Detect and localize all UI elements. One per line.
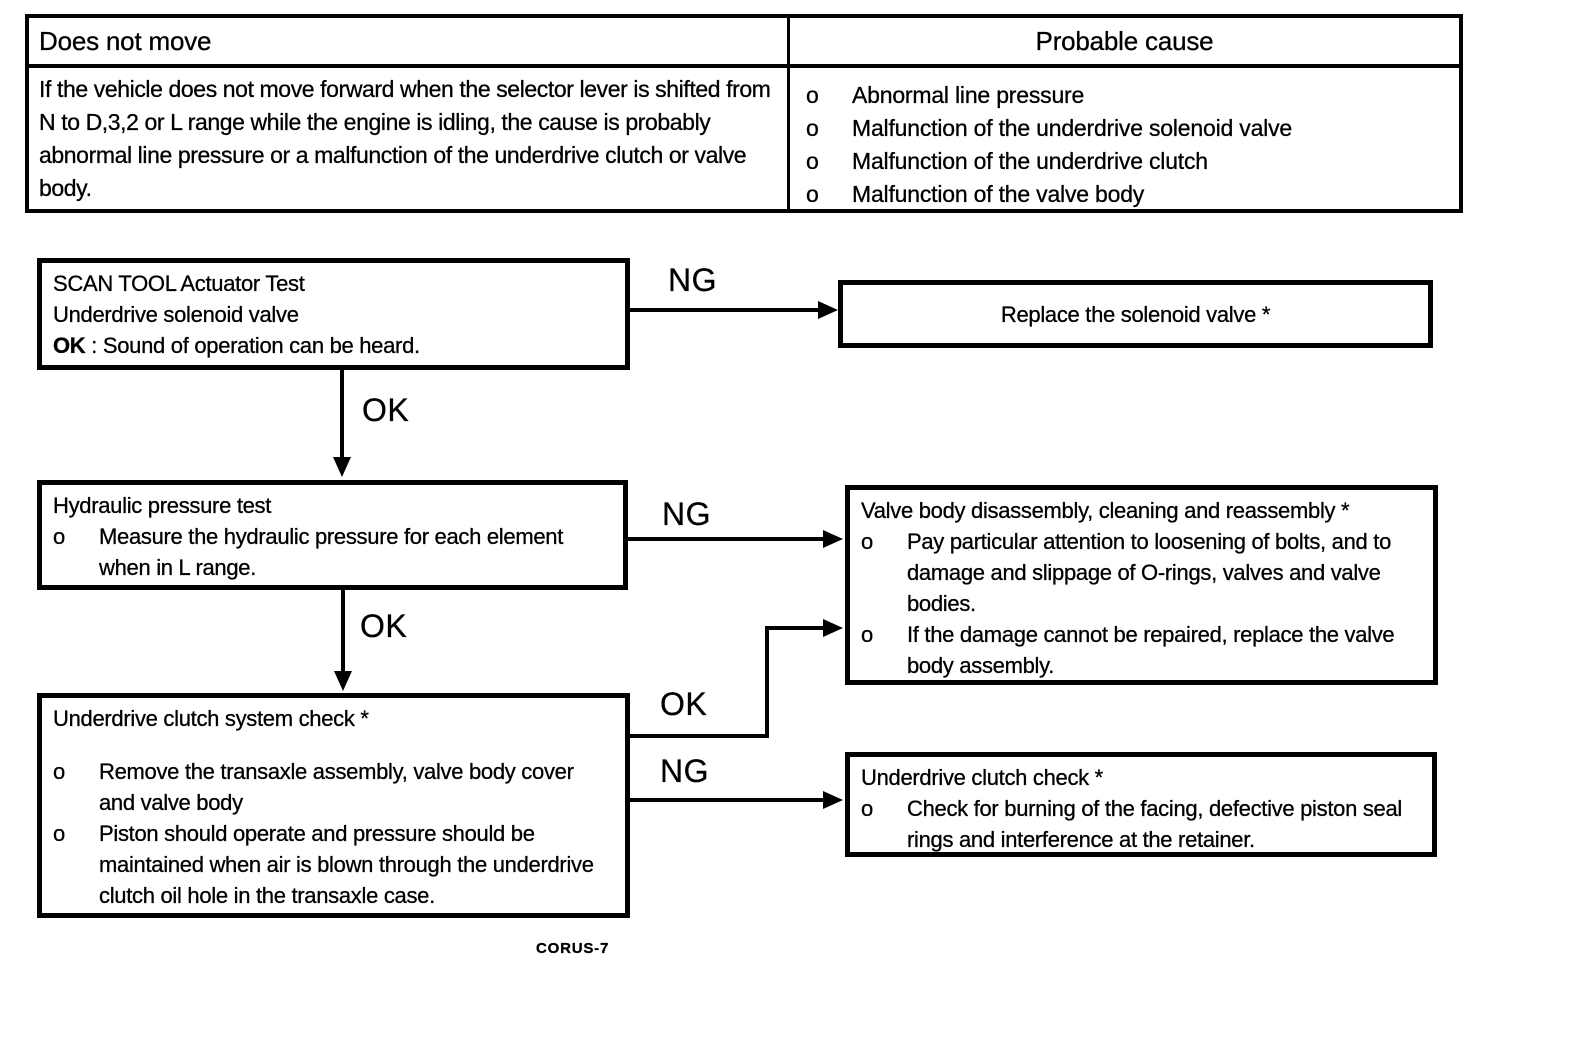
hydraulic-title: Hydraulic pressure test [53,493,272,518]
arrow-right-icon [818,301,838,319]
connector-line [765,626,769,738]
symptom-header-cell: Does not move [29,18,790,68]
bullet-marker: o [53,821,66,846]
bullet-marker: o [806,82,819,108]
bullet-marker: o [806,181,819,207]
scan-tool-ok-line: OK : Sound of operation can be heard. [53,330,614,361]
cause-text: Abnormal line pressure [852,82,1085,108]
valve-body-bullet-text: Pay particular attention to loosening of… [907,529,1392,616]
scan-tool-line2: Underdrive solenoid valve [53,302,299,327]
ok-criterion-label: OK [53,333,86,358]
hydraulic-bullet: o Measure the hydraulic pressure for eac… [53,521,612,583]
hydraulic-pressure-test-box: Hydraulic pressure test o Measure the hy… [37,480,628,590]
arrow-down-icon [334,671,352,691]
ok-label: OK [360,608,408,644]
arrow-right-icon [823,791,843,809]
ok-label: OK [660,686,708,722]
ok-label: OK [362,392,410,428]
connector-line [765,626,825,630]
valve-body-bullet: o Pay particular attention to loosening … [861,526,1422,619]
cause-header: Probable cause [1035,25,1214,56]
clutch-check-bullet: o Check for burning of the facing, defec… [861,793,1421,855]
cause-list-cell: o Abnormal line pressure o Malfunction o… [790,68,1459,211]
replace-solenoid-valve-box: Replace the solenoid valve * [838,280,1433,348]
connector-line [630,308,820,312]
symptom-description: If the vehicle does not move forward whe… [39,76,771,201]
clutch-system-bullet: o Remove the transaxle assembly, valve b… [53,756,614,818]
page-code: CORUS-7 [536,940,610,957]
connector-line [630,734,769,738]
clutch-system-bullet: o Piston should operate and pressure sho… [53,818,614,911]
connector-line [630,798,825,802]
bullet-marker: o [861,529,874,554]
cause-text: Malfunction of the valve body [852,181,1145,207]
bullet-marker: o [861,622,874,647]
underdrive-clutch-system-check-box: Underdrive clutch system check * o Remov… [37,693,630,918]
valve-body-bullet: o If the damage cannot be repaired, repl… [861,619,1422,681]
replace-solenoid-text: Replace the solenoid valve * [1000,301,1271,327]
clutch-system-title: Underdrive clutch system check * [53,706,369,731]
cause-item: o Malfunction of the underdrive solenoid… [806,112,1451,145]
connector-line [628,537,825,541]
arrow-right-icon [823,619,843,637]
valve-body-title: Valve body disassembly, cleaning and rea… [861,498,1350,523]
valve-body-disassembly-box: Valve body disassembly, cleaning and rea… [845,485,1438,685]
arrow-right-icon [823,530,843,548]
ng-label: NG [660,753,709,789]
connector-line [341,590,345,672]
arrow-down-icon [333,457,351,477]
valve-body-bullet-text: If the damage cannot be repaired, replac… [907,622,1395,678]
cause-text: Malfunction of the underdrive clutch [852,148,1208,174]
ok-criterion-text: : Sound of operation can be heard. [85,333,420,358]
symptom-header: Does not move [39,25,212,56]
connector-line [340,370,344,458]
symptom-description-cell: If the vehicle does not move forward whe… [29,68,790,211]
clutch-system-bullet-text: Piston should operate and pressure shoul… [99,821,594,908]
cause-header-cell: Probable cause [790,18,1459,68]
ng-label: NG [668,262,717,298]
clutch-check-bullet-text: Check for burning of the facing, defecti… [907,796,1403,852]
bullet-marker: o [806,115,819,141]
scan-tool-line1: SCAN TOOL Actuator Test [53,271,305,296]
bullet-marker: o [53,524,66,549]
cause-item: o Abnormal line pressure [806,79,1451,112]
scan-tool-test-box: SCAN TOOL Actuator Test Underdrive solen… [37,258,630,370]
hydraulic-bullet-text: Measure the hydraulic pressure for each … [99,524,564,580]
bullet-marker: o [861,796,874,821]
underdrive-clutch-check-box: Underdrive clutch check * o Check for bu… [845,752,1437,857]
ng-label: NG [662,496,711,532]
bullet-marker: o [806,148,819,174]
cause-item: o Malfunction of the valve body [806,178,1451,211]
symptom-cause-table: Does not move Probable cause If the vehi… [25,14,1463,213]
cause-item: o Malfunction of the underdrive clutch [806,145,1451,178]
clutch-system-bullet-text: Remove the transaxle assembly, valve bod… [99,759,574,815]
clutch-check-title: Underdrive clutch check * [861,765,1104,790]
bullet-marker: o [53,759,66,784]
cause-text: Malfunction of the underdrive solenoid v… [852,115,1292,141]
